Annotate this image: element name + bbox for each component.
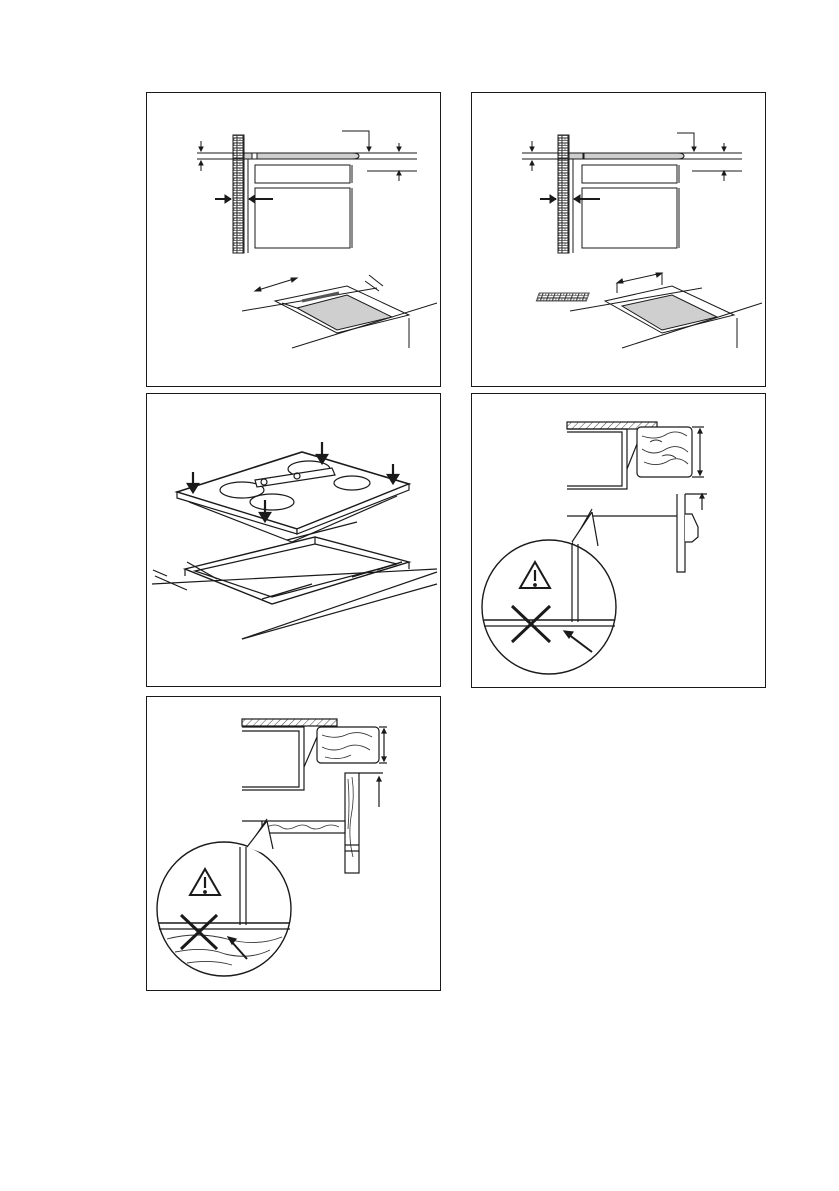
figure-drawer-clearance bbox=[471, 393, 766, 688]
figure-shelf-clearance bbox=[146, 696, 441, 991]
figure-hob-mounting bbox=[146, 393, 441, 687]
worktop-cutout-rear-dimensions-diagram bbox=[472, 93, 767, 388]
worktop-cutout-dimensions-diagram bbox=[147, 93, 442, 388]
hob-above-drawer-clearance-diagram bbox=[472, 394, 767, 689]
figure-cutout-rear-dimensions bbox=[471, 92, 766, 387]
hob-mounting-into-worktop-diagram bbox=[147, 394, 442, 688]
hob-above-shelf-clearance-diagram bbox=[147, 697, 442, 992]
figure-cutout-dimensions bbox=[146, 92, 441, 387]
